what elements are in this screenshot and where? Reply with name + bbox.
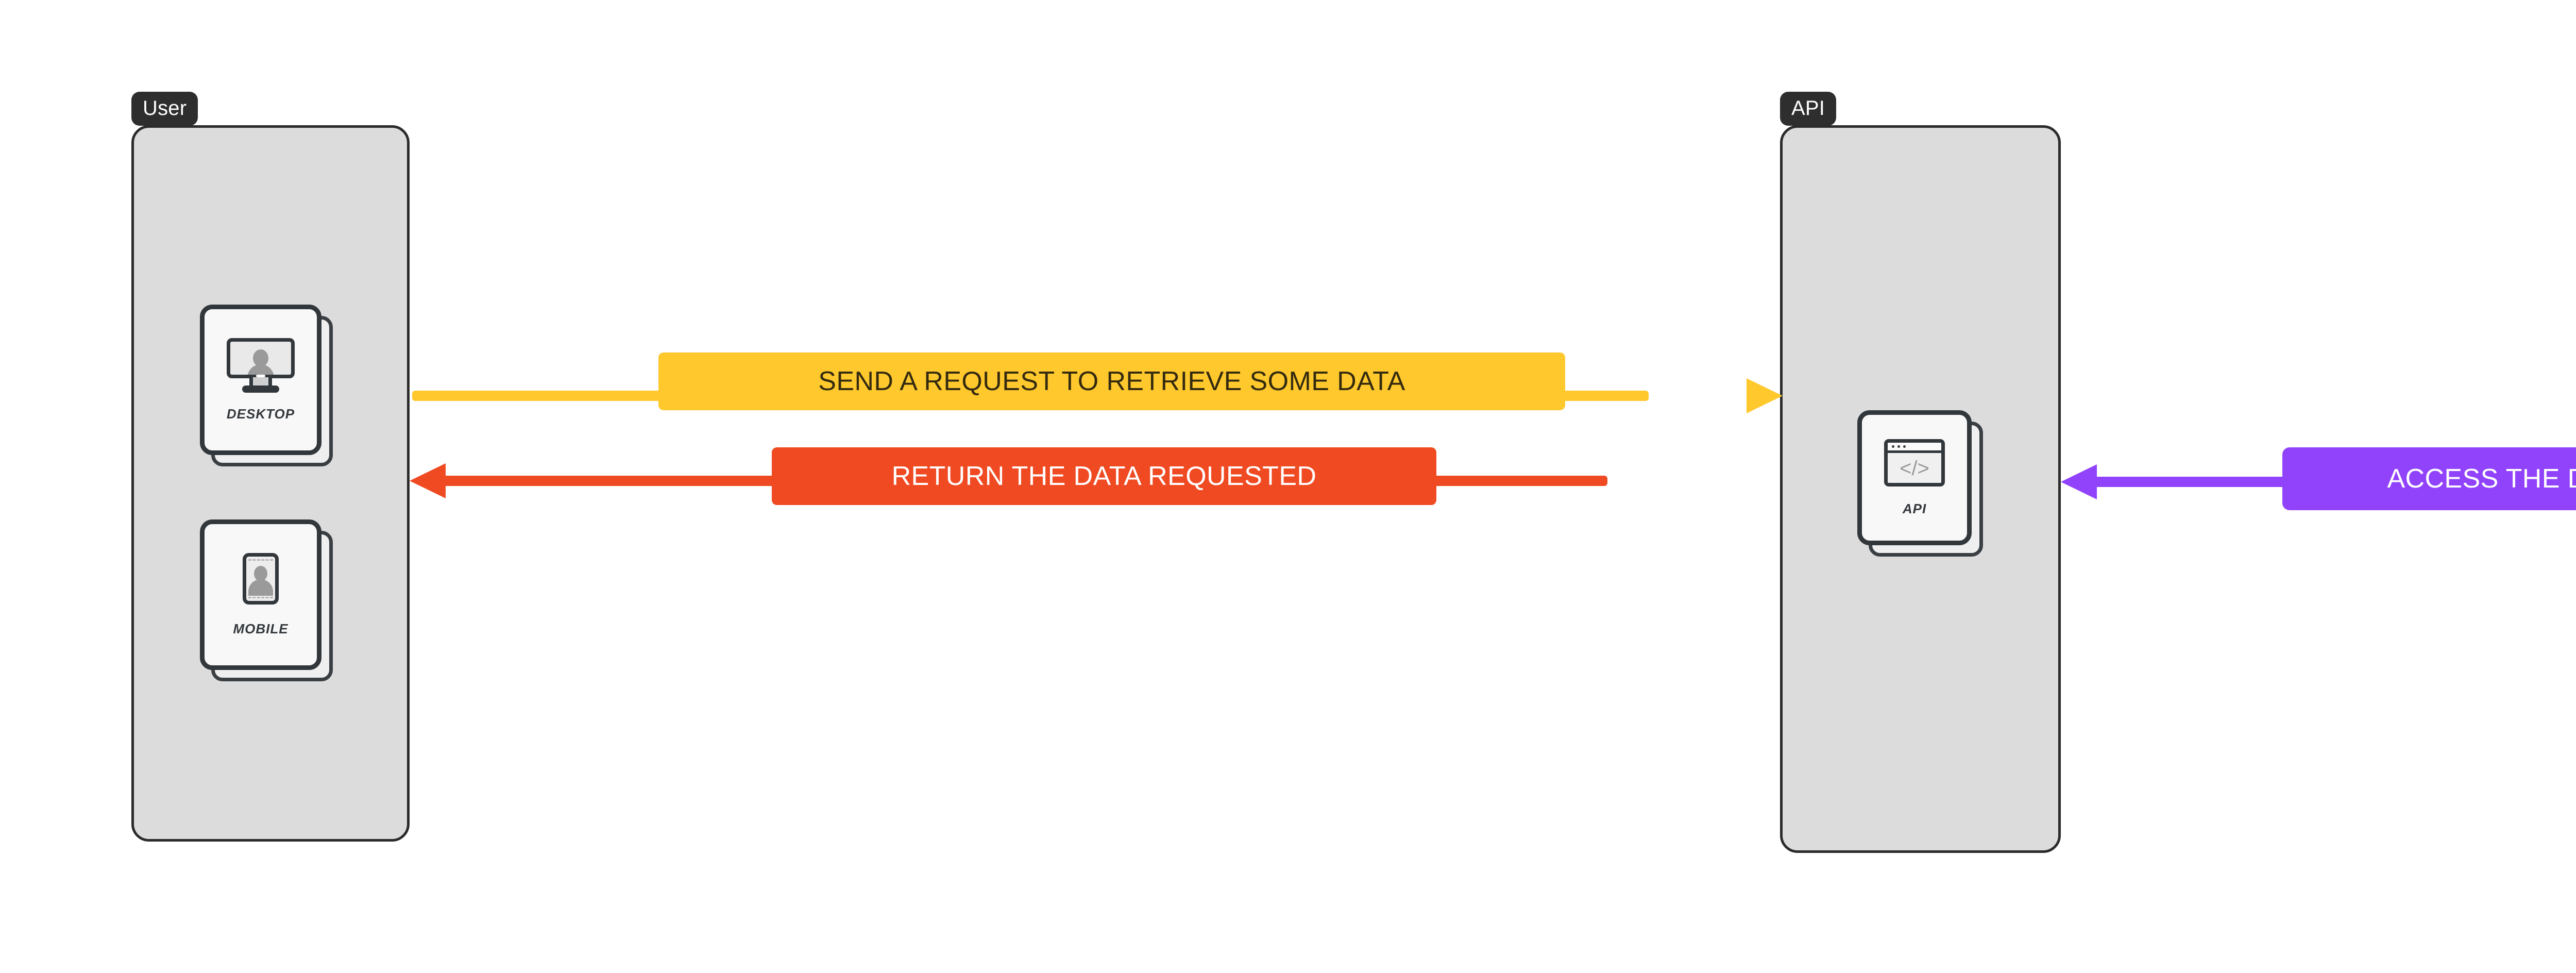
card-front-sheet: </> API: [1857, 410, 1972, 545]
node-mobile[interactable]: MOBILE: [200, 519, 333, 681]
flow-request-arrowhead-right: [1747, 378, 1783, 413]
group-container-user: DESKTOP MOBILE: [131, 125, 410, 842]
monitor-user-icon: [227, 338, 295, 393]
node-desktop[interactable]: DESKTOP: [200, 305, 333, 466]
group-badge-api: API: [1780, 92, 1837, 126]
phone-user-icon: [243, 552, 279, 605]
group-badge-user: User: [131, 92, 198, 126]
flow-db-access-arrowhead-left: [2061, 464, 2097, 499]
flow-request-label[interactable]: SEND A REQUEST TO RETRIEVE SOME DATA: [658, 353, 1565, 410]
node-api[interactable]: </> API: [1857, 410, 1983, 557]
node-label-api: API: [1902, 500, 1927, 516]
card-front-sheet: MOBILE: [200, 519, 321, 670]
card-front-sheet: DESKTOP: [200, 305, 321, 455]
node-label-desktop: DESKTOP: [226, 406, 295, 422]
flow-response-arrowhead-left: [410, 463, 446, 498]
flow-db-access-label[interactable]: ACCESS THE DATABASE: [2282, 447, 2576, 510]
code-window-icon: </>: [1884, 439, 1945, 486]
flow-response-label[interactable]: RETURN THE DATA REQUESTED: [772, 447, 1436, 505]
group-container-api: </> API: [1780, 125, 2061, 853]
node-label-mobile: MOBILE: [233, 620, 289, 636]
